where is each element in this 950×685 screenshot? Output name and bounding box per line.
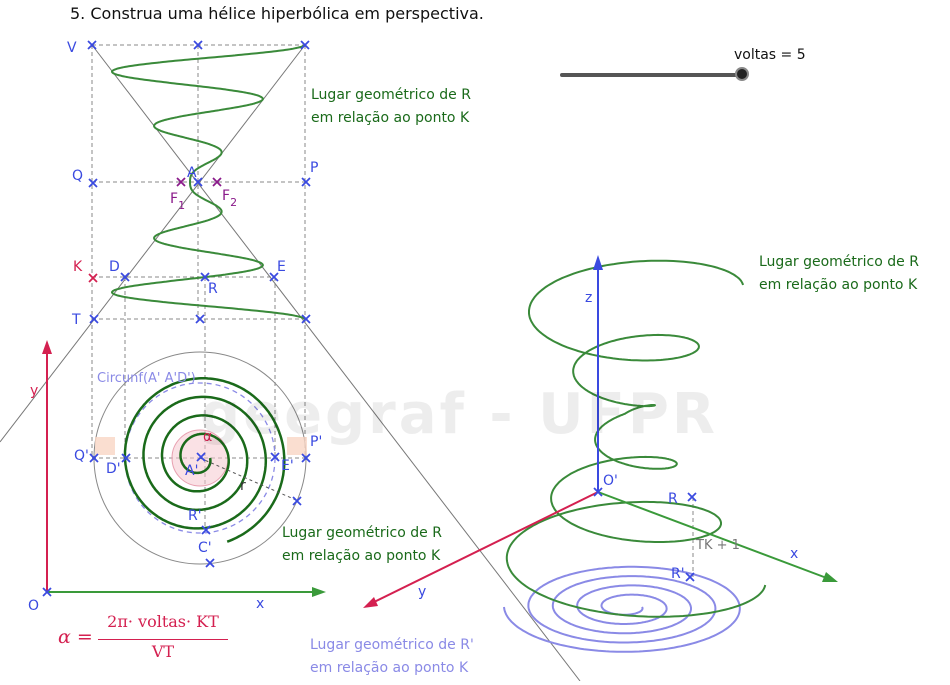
point-marker-o[interactable]: [42, 587, 52, 597]
point-marker-ep[interactable]: [270, 452, 280, 462]
label-Rp3: R': [671, 566, 685, 582]
asymptote-left: [91, 44, 581, 682]
point-marker-r-end[interactable]: [292, 496, 302, 506]
point-marker-v-right[interactable]: [300, 40, 310, 50]
point-marker-cp[interactable]: [205, 558, 215, 568]
point-marker-r3[interactable]: [687, 492, 697, 502]
label-z3: z: [585, 290, 592, 306]
label-F1: F1: [170, 191, 185, 212]
plan-axes: [42, 340, 326, 597]
label-K: K: [73, 259, 83, 275]
label-P: P: [310, 160, 318, 176]
label-V: V: [67, 40, 77, 56]
point-marker-rp3[interactable]: [685, 572, 695, 582]
point-marker-t-right[interactable]: [301, 314, 311, 324]
asymptote-right: [0, 44, 306, 443]
label-A: A: [187, 165, 197, 181]
exercise-title: 5. Construa uma hélice hiperbólica em pe…: [70, 4, 484, 23]
label-Rp: R': [188, 508, 202, 524]
locus-note-shadow: Lugar geométrico de R'em relação ao pont…: [310, 637, 474, 676]
marker-box-right: [287, 437, 307, 455]
y-axis-3d: [369, 491, 599, 605]
formula-denominator: VT: [151, 642, 175, 661]
point-marker-f1[interactable]: [176, 177, 186, 187]
shadow-spiral: [503, 565, 741, 653]
point-marker-t-mid[interactable]: [195, 314, 205, 324]
label-x3: x: [790, 546, 798, 562]
label-r: r: [240, 478, 246, 494]
label-R3: R: [668, 491, 678, 507]
point-marker-qp[interactable]: [89, 453, 99, 463]
label-x: x: [256, 596, 264, 612]
label-E: E: [277, 259, 286, 275]
point-marker-e[interactable]: [269, 272, 279, 282]
label-Pp: P': [310, 434, 322, 450]
label-y3: y: [418, 584, 426, 600]
perspective-view: [363, 255, 838, 653]
point-marker-r[interactable]: [200, 272, 210, 282]
label-TK1: TK + 1: [695, 538, 740, 553]
point-marker-ap[interactable]: [196, 452, 206, 462]
label-Ep: E': [281, 458, 294, 474]
point-marker-k[interactable]: [88, 273, 98, 283]
point-marker-v[interactable]: [87, 40, 97, 50]
alpha-formula: α = 2π· voltas· KT VT: [58, 612, 228, 666]
x-axis-3d: [597, 491, 833, 581]
label-Qp: Q': [74, 448, 89, 464]
point-marker-v-mid[interactable]: [193, 40, 203, 50]
watermark: geegraf - UFPR: [200, 382, 719, 447]
slider-label: voltas = 5: [734, 47, 806, 63]
label-T: T: [71, 312, 81, 328]
point-markers: [42, 40, 697, 597]
label-R: R: [208, 281, 218, 297]
point-labels: V Q A P F1 F2 K D R E T Circunf(A' A'D')…: [28, 40, 798, 614]
formula-bar: [98, 639, 228, 640]
label-Ap: A': [185, 463, 198, 479]
point-marker-d[interactable]: [120, 272, 130, 282]
label-circ: Circunf(A' A'D'): [97, 371, 196, 386]
formula-numerator: 2π· voltas· KT: [107, 612, 219, 631]
label-D: D: [109, 259, 120, 275]
asymptote-lines: [0, 44, 581, 682]
label-F2: F2: [222, 188, 237, 209]
label-Op3: O': [603, 473, 618, 489]
voltas-slider[interactable]: voltas = 5: [558, 44, 806, 84]
label-Q: Q: [72, 168, 83, 184]
point-marker-a[interactable]: [193, 177, 203, 187]
label-O: O: [28, 598, 39, 614]
slider-track[interactable]: [560, 73, 744, 77]
label-alpha: α: [203, 429, 212, 445]
point-marker-f2[interactable]: [212, 177, 222, 187]
label-Cp: C': [198, 540, 212, 556]
hyperbolic-helix-elevation: [111, 44, 306, 320]
marker-box-left: [95, 437, 115, 455]
point-marker-rp[interactable]: [201, 525, 211, 535]
point-marker-q[interactable]: [88, 178, 98, 188]
helix-3d: [505, 259, 767, 618]
formula-lhs: α =: [58, 626, 93, 648]
point-marker-t[interactable]: [89, 314, 99, 324]
label-y: y: [30, 383, 38, 399]
slider-knob[interactable]: [735, 67, 749, 81]
point-marker-p[interactable]: [301, 177, 311, 187]
point-marker-op3[interactable]: [593, 487, 603, 497]
point-marker-dp[interactable]: [121, 453, 131, 463]
point-marker-pp[interactable]: [301, 453, 311, 463]
label-Dp: D': [106, 461, 121, 477]
